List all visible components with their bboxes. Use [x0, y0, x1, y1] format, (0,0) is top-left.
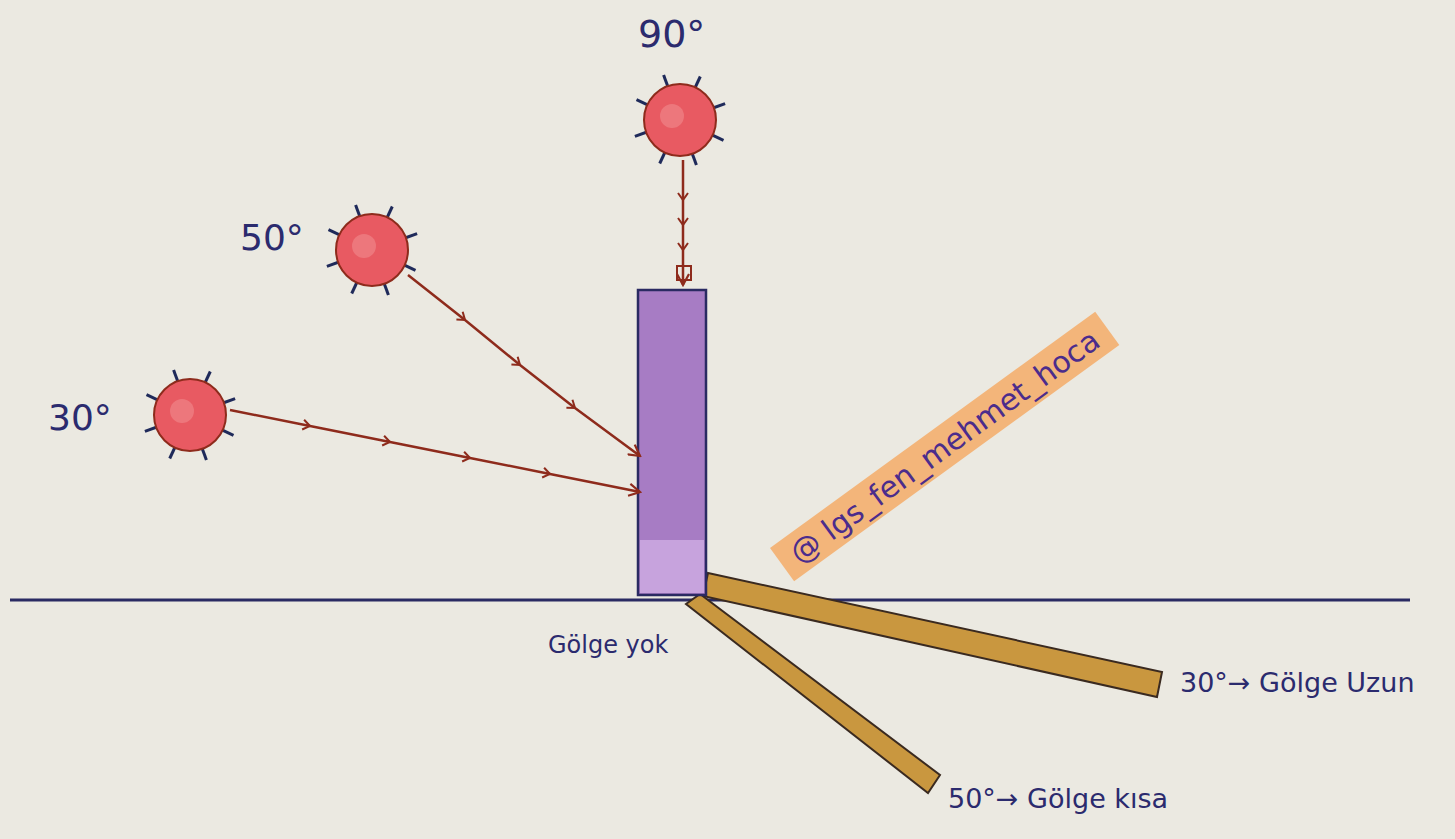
watermark: @ lgs_fen_mehmet_hoca: [770, 312, 1119, 581]
shadow-note: 30°→ Gölge Uzun: [1180, 668, 1415, 698]
angle-label: 30°: [48, 398, 112, 438]
shadow-note: Gölge yok: [548, 632, 668, 658]
shadow-note: 50°→ Gölge kısa: [948, 784, 1168, 814]
angle-label: 90°: [638, 14, 705, 56]
angle-label: 50°: [240, 218, 304, 258]
